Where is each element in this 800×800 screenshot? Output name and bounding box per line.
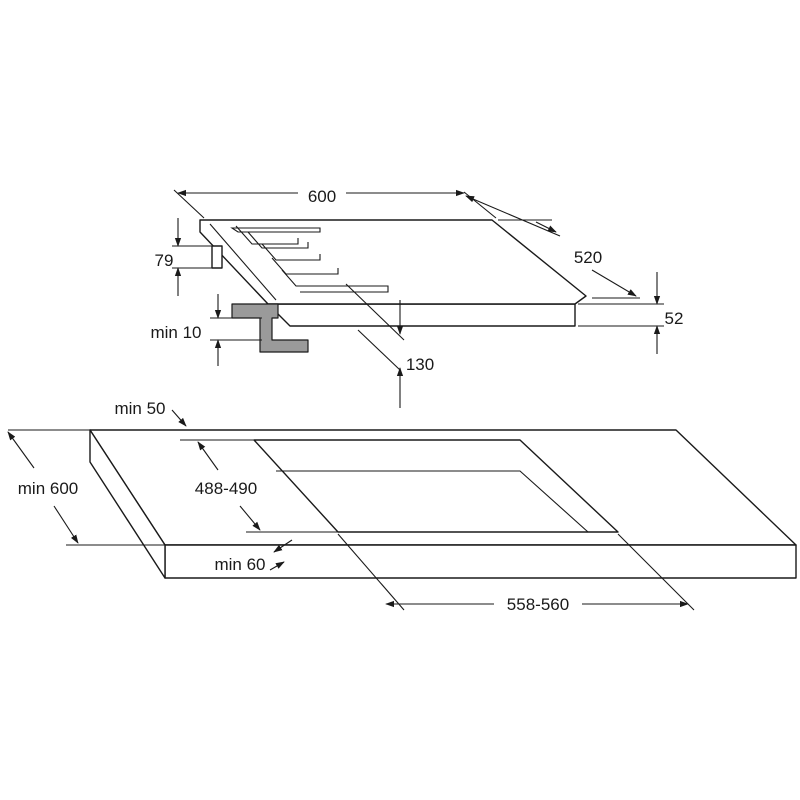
hob-body (267, 303, 576, 327)
label-600: 600 (308, 187, 336, 206)
label-min-600: min 600 (18, 479, 78, 498)
hob-foot (211, 245, 223, 269)
dim-depth-520: 520 (465, 195, 640, 299)
worktop (89, 429, 797, 579)
worktop-cutout-inner-edge (276, 470, 589, 533)
dim-130: 130 (345, 283, 434, 408)
label-52: 52 (665, 309, 684, 328)
hob-glass-edge (209, 223, 277, 301)
label-520: 520 (574, 248, 602, 267)
label-min-10: min 10 (150, 323, 201, 342)
dim-min-50: min 50 (114, 399, 254, 441)
worktop-cutout (253, 439, 619, 533)
dim-height-79: 79 (155, 218, 222, 296)
worktop-side-face (89, 429, 166, 579)
label-488-490: 488-490 (195, 479, 257, 498)
label-min-50: min 50 (114, 399, 165, 418)
dim-min-10: min 10 (150, 294, 262, 366)
label-79: 79 (155, 251, 174, 270)
dim-width-600: 600 (173, 187, 497, 219)
hob-appliance (199, 219, 587, 353)
dim-cutout-width: 558-560 (337, 533, 695, 614)
dim-height-52: 52 (578, 272, 683, 354)
dim-cutout-depth: 488-490 (195, 441, 338, 533)
label-min-60: min 60 (214, 555, 265, 574)
label-130: 130 (406, 355, 434, 374)
hob-controls (230, 225, 389, 293)
dim-min-600: min 600 (7, 429, 165, 546)
hob-glass-top (199, 219, 587, 305)
dim-min-60: min 60 (214, 539, 293, 574)
label-558-560: 558-560 (507, 595, 569, 614)
